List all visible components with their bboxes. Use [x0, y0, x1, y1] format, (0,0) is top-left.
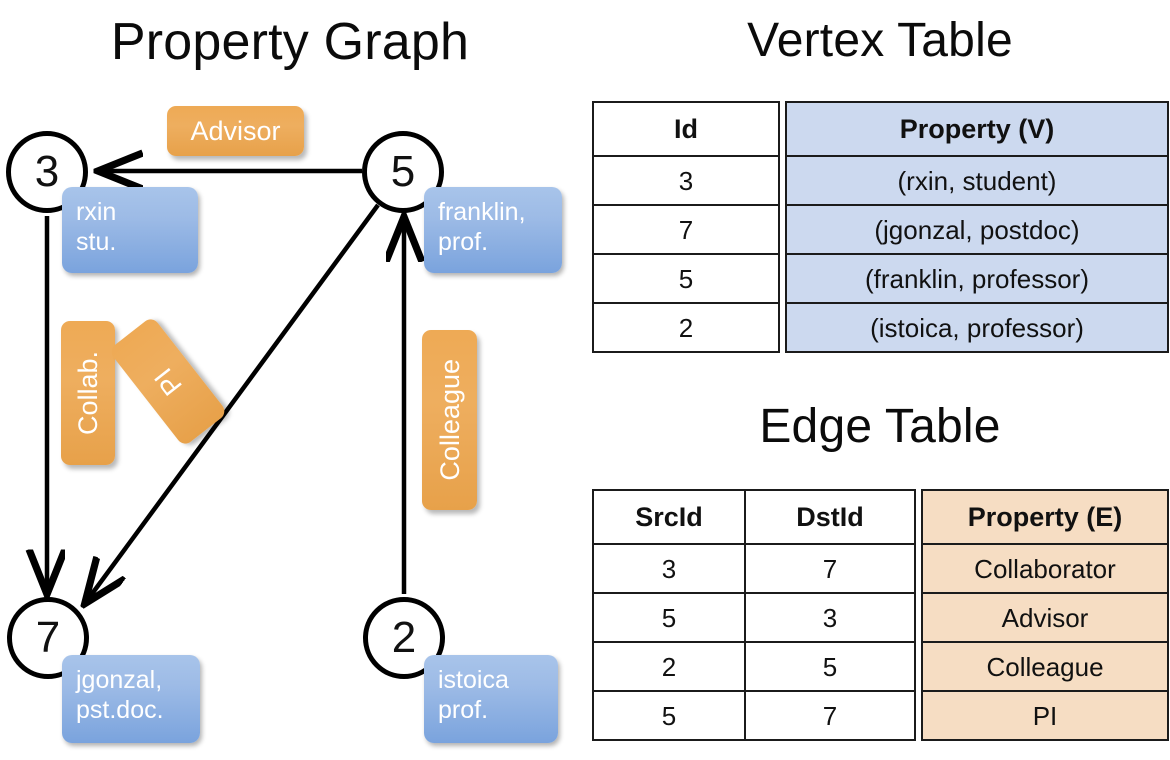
cell-dst-id: 5	[744, 641, 916, 692]
table-row: (jgonzal, postdoc)	[785, 204, 1169, 255]
table-row: Advisor	[921, 592, 1169, 643]
edge-label-colleague: Colleague	[422, 330, 477, 510]
table-row: (rxin, student)	[785, 155, 1169, 206]
cell-src-id: 5	[592, 690, 746, 741]
table-header-row: Property (V)	[785, 101, 1169, 157]
edge-table: SrcId DstId 3 7 5 3 2 5 5 7	[592, 489, 1169, 741]
edge-5-to-7-pi	[86, 203, 380, 602]
table-row: 7	[592, 204, 780, 255]
vertex-table: Id 3 7 5 2 Property (V) (rxin, student) …	[592, 101, 1169, 353]
edge-label-collab-text: Collab.	[73, 350, 103, 436]
cell-vertex-id: 7	[592, 204, 780, 255]
cell-edge-property: Advisor	[921, 592, 1169, 643]
table-row: 3 7	[592, 543, 916, 594]
cell-dst-id: 7	[744, 690, 916, 741]
table-row: 2	[592, 302, 780, 353]
cell-vertex-id: 2	[592, 302, 780, 353]
table-header-row: Id	[592, 101, 780, 157]
table-row: Collaborator	[921, 543, 1169, 594]
cell-vertex-property: (franklin, professor)	[785, 253, 1169, 304]
column-header-dstid: DstId	[744, 489, 916, 545]
edge-label-collab: Collab.	[61, 321, 115, 465]
cell-dst-id: 3	[744, 592, 916, 643]
cell-vertex-id: 5	[592, 253, 780, 304]
edge-label-pi-text: PI	[148, 362, 188, 401]
cell-src-id: 3	[592, 543, 746, 594]
cell-edge-property: Colleague	[921, 641, 1169, 692]
property-graph-diagram: 3 5 7 2 rxin stu. franklin, prof. jgonza…	[0, 0, 585, 760]
table-row: 3	[592, 155, 780, 206]
graph-vertex-5[interactable]: 5	[362, 131, 444, 213]
edge-label-advisor-text: Advisor	[190, 116, 281, 146]
table-row: (franklin, professor)	[785, 253, 1169, 304]
graph-vertex-2[interactable]: 2	[363, 597, 445, 679]
column-header-property-v: Property (V)	[785, 101, 1169, 157]
page-title-vertex-table: Vertex Table	[747, 14, 1013, 67]
page-title-property-graph: Property Graph	[110, 13, 470, 71]
edge-table-property-column: Property (E) Collaborator Advisor Collea…	[921, 489, 1169, 741]
cell-vertex-property: (jgonzal, postdoc)	[785, 204, 1169, 255]
edge-label-colleague-text: Colleague	[434, 359, 465, 481]
vertex-property-box-jgonzal: jgonzal, pst.doc.	[62, 655, 200, 743]
vertex-property-box-istoica: istoica prof.	[424, 655, 558, 743]
cell-edge-property: PI	[921, 690, 1169, 741]
edge-table-src-dst-columns: SrcId DstId 3 7 5 3 2 5 5 7	[592, 489, 916, 741]
column-header-id: Id	[592, 101, 780, 157]
table-row: 5 3	[592, 592, 916, 643]
column-header-srcid: SrcId	[592, 489, 746, 545]
table-row: (istoica, professor)	[785, 302, 1169, 353]
vertex-table-id-column: Id 3 7 5 2	[592, 101, 780, 353]
page-title-edge-table: Edge Table	[759, 400, 1001, 453]
cell-src-id: 5	[592, 592, 746, 643]
table-header-row: SrcId DstId	[592, 489, 916, 545]
edge-label-advisor: Advisor	[167, 106, 304, 156]
vertex-table-property-column: Property (V) (rxin, student) (jgonzal, p…	[785, 101, 1169, 353]
cell-src-id: 2	[592, 641, 746, 692]
table-row: Colleague	[921, 641, 1169, 692]
cell-dst-id: 7	[744, 543, 916, 594]
table-row: 5	[592, 253, 780, 304]
vertex-property-box-rxin: rxin stu.	[62, 187, 198, 273]
cell-vertex-id: 3	[592, 155, 780, 206]
column-header-property-e: Property (E)	[921, 489, 1169, 545]
table-row: 2 5	[592, 641, 916, 692]
table-row: 5 7	[592, 690, 916, 741]
table-row: PI	[921, 690, 1169, 741]
cell-edge-property: Collaborator	[921, 543, 1169, 594]
cell-vertex-property: (istoica, professor)	[785, 302, 1169, 353]
cell-vertex-property: (rxin, student)	[785, 155, 1169, 206]
table-header-row: Property (E)	[921, 489, 1169, 545]
vertex-property-box-franklin: franklin, prof.	[424, 187, 562, 273]
graph-edge-lines	[0, 0, 585, 760]
